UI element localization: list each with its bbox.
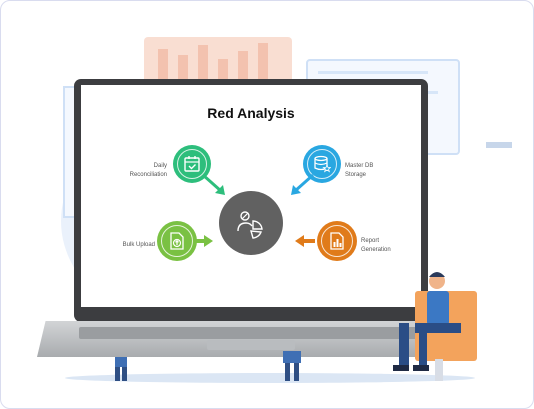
laptop-screen: Red Analysis Daily Reconciliation [81, 85, 421, 307]
person-sitting-illustration [393, 272, 477, 381]
report-chart-icon [330, 232, 344, 250]
background-dash [486, 142, 512, 148]
arrow-master-to-center [291, 173, 314, 195]
person-center-illustration [283, 351, 301, 381]
report-generation-node [317, 221, 357, 261]
label-line: Report [361, 238, 380, 244]
label-line: Generation [361, 247, 391, 253]
file-upload-icon [170, 232, 184, 250]
bulk-upload-node [157, 221, 197, 261]
ground-shadow [65, 373, 475, 383]
arrow-report-to-center [295, 235, 315, 247]
laptop-trackpad [207, 340, 295, 350]
label-bulk-upload: Bulk Upload [107, 241, 155, 250]
label-report-generation: Report Generation [361, 237, 411, 255]
label-line: Daily [153, 163, 167, 169]
label-master-db-storage: Master DB Storage [345, 162, 395, 180]
label-line: Bulk Upload [122, 242, 155, 248]
laptop-keyboard [79, 327, 423, 339]
label-line: Master DB [345, 163, 374, 169]
label-line: Reconciliation [129, 172, 167, 178]
person-left-illustration [115, 357, 127, 381]
laptop-base [37, 321, 465, 357]
calendar-check-icon [184, 156, 200, 172]
background-chart-illustration [144, 37, 292, 87]
database-star-icon [314, 155, 331, 173]
analytics-pie-icon [237, 211, 263, 239]
label-line: Storage [345, 172, 367, 178]
arrow-bulk-to-center [193, 235, 213, 247]
analysis-center-node [219, 191, 283, 255]
arrow-daily-to-center [202, 173, 225, 195]
diagram-title: Red Analysis [207, 105, 295, 121]
label-daily-reconciliation: Daily Reconciliation [125, 162, 167, 180]
